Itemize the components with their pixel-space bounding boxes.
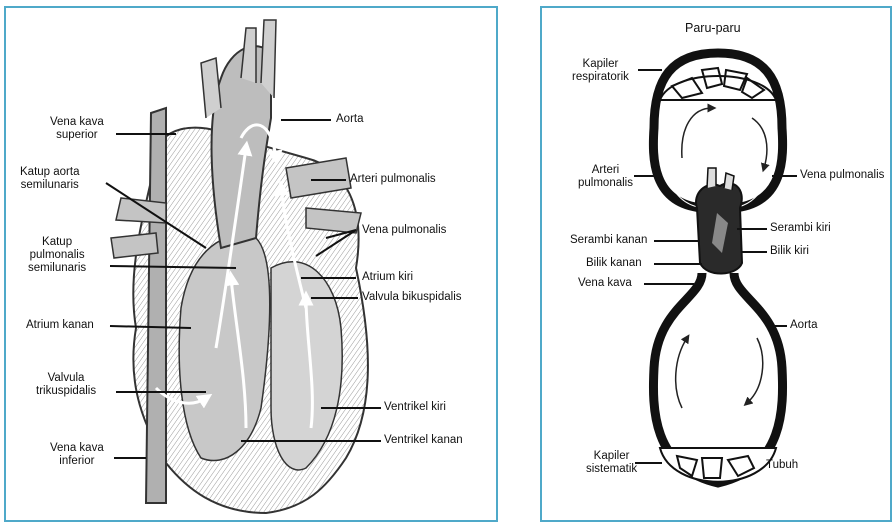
label-ventrikel-kanan: Ventrikel kanan <box>384 434 463 447</box>
label-valvula-bikuspidalis: Valvula bikuspidalis <box>362 291 462 304</box>
label-atrium-kiri: Atrium kiri <box>362 271 413 284</box>
label-tubuh: Tubuh <box>766 459 798 472</box>
label-aorta: Aorta <box>336 113 364 126</box>
label-aorta: Aorta <box>790 319 818 332</box>
label-paru-paru: Paru-paru <box>685 22 741 35</box>
label-bilik-kanan: Bilik kanan <box>586 257 642 270</box>
label-arteri-pulmonalis: Arteri pulmonalis <box>350 173 436 186</box>
label-atrium-kanan: Atrium kanan <box>26 319 94 332</box>
label-vena-pulmonalis: Vena pulmonalis <box>800 169 884 182</box>
label-vena-kava: Vena kava <box>578 277 632 290</box>
label-serambi-kiri: Serambi kiri <box>770 222 831 235</box>
label-ventrikel-kiri: Ventrikel kiri <box>384 401 446 414</box>
label-vena-pulmonalis: Vena pulmonalis <box>362 224 446 237</box>
label-bilik-kiri: Bilik kiri <box>770 245 809 258</box>
label-serambi-kanan: Serambi kanan <box>570 234 647 247</box>
